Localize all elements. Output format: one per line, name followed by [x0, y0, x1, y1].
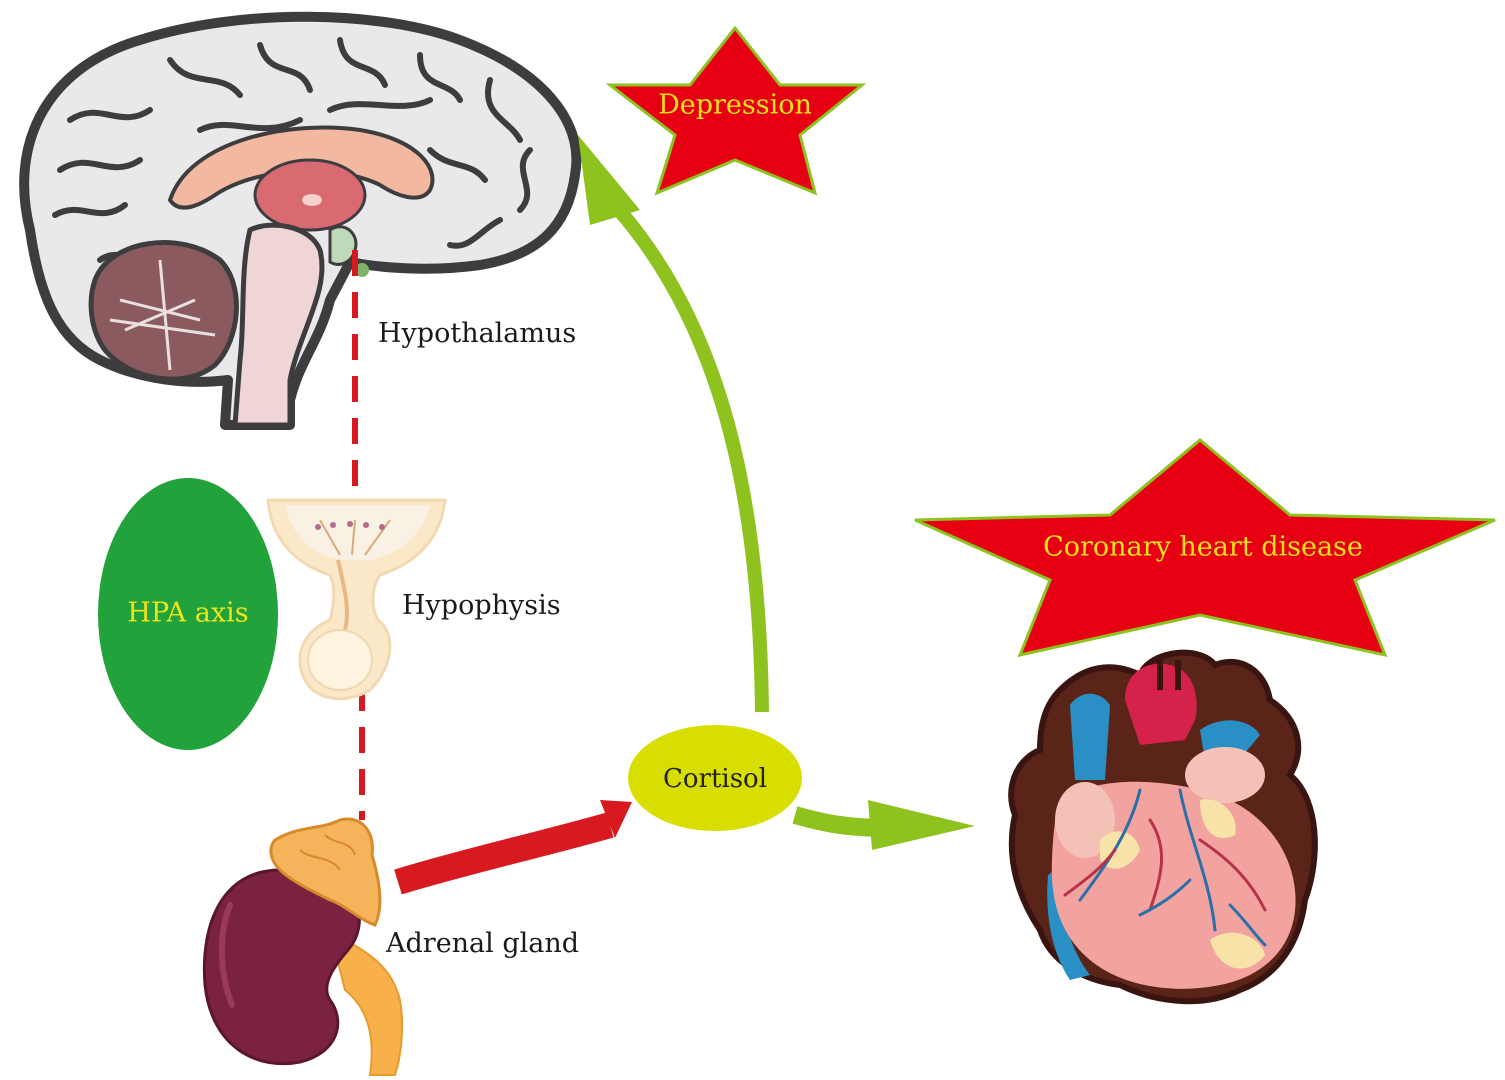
- green-arrow-cortisol-to-heart: [792, 800, 975, 850]
- brain-sagittal-icon: [19, 11, 582, 430]
- heart-icon: [1008, 649, 1318, 1005]
- red-arrow-adrenal-to-cortisol: [394, 800, 632, 895]
- depression-star: [605, 25, 867, 196]
- depression-label: Depression: [658, 90, 812, 121]
- hpa-axis-ellipse: [98, 478, 278, 750]
- hpa-axis-label: HPA axis: [127, 598, 248, 629]
- cortisol-label: Cortisol: [663, 764, 767, 794]
- hypothalamus-label: Hypothalamus: [378, 318, 576, 349]
- coronary-heart-disease-label: Coronary heart disease: [1043, 532, 1363, 563]
- kidney-adrenal-icon: [202, 817, 404, 1076]
- pituitary-gland-icon: [266, 498, 447, 701]
- hypophysis-label: Hypophysis: [402, 590, 561, 621]
- green-arrow-cortisol-to-depression: [578, 135, 769, 713]
- cortisol-ellipse: [628, 725, 802, 831]
- coronary-heart-disease-star: [914, 438, 1496, 658]
- adrenal-gland-label: Adrenal gland: [385, 928, 579, 959]
